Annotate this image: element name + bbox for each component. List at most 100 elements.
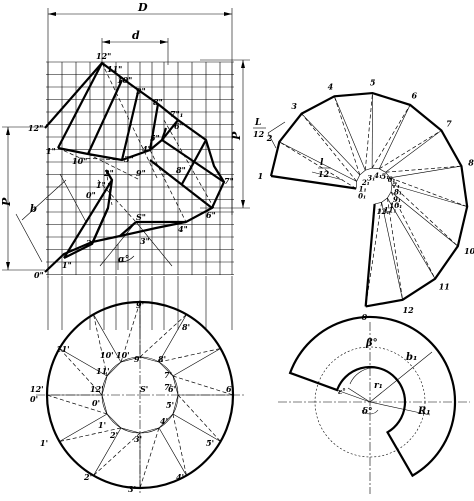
front-label: 9" bbox=[136, 86, 146, 96]
front-label: 6" bbox=[206, 210, 216, 220]
dim-alpha: α° bbox=[118, 255, 129, 265]
top-label: 5' bbox=[166, 400, 174, 410]
dim-P-right: P bbox=[230, 131, 243, 141]
dev-inner-label: 10₁ bbox=[389, 201, 402, 210]
front-label: 7"₁ bbox=[170, 109, 183, 119]
dim-L12-den: 12 bbox=[253, 129, 265, 139]
development-view: 12345678910111200₁1₁2₁3₁4₁5₁6₁7₁8₁9₁10₁1… bbox=[253, 78, 474, 322]
radial-step-line bbox=[172, 413, 221, 442]
dev-diagonal-line bbox=[385, 165, 462, 173]
top-label: 2' bbox=[109, 430, 118, 440]
step-edge bbox=[90, 207, 110, 245]
front-label: 2" bbox=[103, 168, 114, 178]
top-label: 4' bbox=[160, 416, 168, 426]
dev-diagonal-line bbox=[387, 197, 403, 300]
dim-D: D bbox=[137, 1, 148, 14]
top-label: 3' bbox=[134, 434, 142, 444]
dev-inner-label: 7₁ bbox=[392, 181, 400, 190]
front-label: 6" bbox=[174, 121, 184, 131]
front-label: 7" bbox=[224, 176, 234, 186]
dev-radial-line bbox=[390, 191, 459, 247]
outer-helix bbox=[44, 61, 226, 273]
top-label: 2' bbox=[83, 472, 92, 482]
dev-radial-line bbox=[270, 174, 357, 190]
dim-mini: ε° bbox=[338, 387, 346, 396]
step-edge bbox=[181, 139, 207, 185]
step-edge bbox=[63, 179, 113, 259]
dim-d: d bbox=[132, 29, 140, 42]
dev-outer-label: 1 bbox=[258, 171, 264, 181]
dev-diagonal-line bbox=[301, 113, 357, 182]
front-label: S" bbox=[136, 212, 146, 222]
top-label: S' bbox=[140, 384, 148, 394]
dev-radial-line bbox=[301, 113, 361, 176]
dev-radial-line bbox=[387, 197, 436, 279]
step-edge bbox=[161, 119, 179, 141]
front-label: 1" bbox=[46, 146, 56, 156]
top-label: 3' bbox=[128, 484, 136, 494]
top-label: 1' bbox=[40, 438, 48, 448]
front-label: 3" bbox=[140, 236, 150, 246]
dev-inner-label: 12₁ bbox=[377, 207, 390, 216]
dim-L12-num: L bbox=[254, 118, 261, 128]
front-label: 10" bbox=[72, 156, 87, 166]
dev-inner-label: 11₁ bbox=[384, 205, 397, 214]
annulus-view: β° b₁ r₁ δ° R₁ ε° bbox=[278, 315, 470, 494]
top-label: 0' bbox=[92, 398, 100, 408]
front-label: 8" bbox=[176, 165, 186, 175]
step-edge bbox=[119, 221, 137, 237]
dev-radial-line bbox=[279, 141, 357, 182]
dev-radial-line bbox=[385, 130, 442, 173]
dev-outer-label: 7 bbox=[446, 118, 452, 128]
front-label: 5" bbox=[150, 133, 160, 143]
top-label: 1' bbox=[98, 420, 106, 430]
front-label: 12" bbox=[28, 123, 43, 133]
step-edge bbox=[57, 62, 103, 149]
diagonal-step-line bbox=[93, 314, 108, 377]
dim-l12-num: l bbox=[320, 158, 324, 168]
dev-outer-label: 12 bbox=[403, 305, 415, 315]
top-label: 0' bbox=[30, 394, 38, 404]
radial-step-line bbox=[172, 348, 221, 377]
diagonal-step-line bbox=[172, 375, 234, 396]
step-edge bbox=[161, 139, 225, 183]
dev-diagonal-line bbox=[334, 96, 361, 176]
top-label: 9' bbox=[134, 354, 142, 364]
front-label: 2" bbox=[85, 238, 96, 248]
dev-diagonal-line bbox=[389, 177, 468, 207]
top-label: 12' bbox=[30, 384, 44, 394]
hidden-edge bbox=[57, 147, 81, 159]
top-label: 9' bbox=[136, 300, 144, 310]
diagonal-step-line bbox=[46, 394, 108, 415]
front-label: 9" bbox=[136, 168, 146, 178]
dev-diagonal-line bbox=[279, 141, 357, 189]
dev-diagonal-line bbox=[379, 130, 442, 170]
front-label: 11" bbox=[107, 64, 122, 74]
top-label: 10' bbox=[100, 350, 114, 360]
front-label: 1" bbox=[62, 260, 72, 270]
top-view: 9'8'10'11'9'7'11'10'8'12'0'12'0'6'6'1'5'… bbox=[30, 276, 244, 494]
dim-line-b bbox=[21, 179, 67, 221]
step-edge bbox=[87, 79, 123, 155]
top-label: 6' bbox=[168, 384, 176, 394]
diagonal-step-line bbox=[139, 314, 187, 358]
hidden-edge bbox=[163, 119, 215, 209]
dev-radial-line bbox=[391, 184, 468, 207]
hidden-edge bbox=[79, 157, 123, 161]
front-label: 12" bbox=[96, 51, 111, 61]
dim-beta: β° bbox=[365, 338, 378, 349]
dev-diagonal-line bbox=[364, 93, 373, 171]
step-edge bbox=[148, 103, 160, 151]
dev-inner-label: 1₁ bbox=[359, 184, 367, 193]
dev-inner-label: 5₁ bbox=[381, 172, 389, 181]
front-label: 10" bbox=[117, 75, 132, 85]
top-label: 11' bbox=[96, 366, 110, 376]
dev-diagonal-line bbox=[391, 184, 459, 247]
front-label: 4" bbox=[178, 224, 188, 234]
top-label: 6' bbox=[226, 384, 234, 394]
dev-outer-label: 2 bbox=[266, 133, 273, 143]
front-label: 0" bbox=[86, 190, 96, 200]
radial-step-line bbox=[93, 314, 122, 363]
dim-P-left: P bbox=[0, 197, 13, 207]
